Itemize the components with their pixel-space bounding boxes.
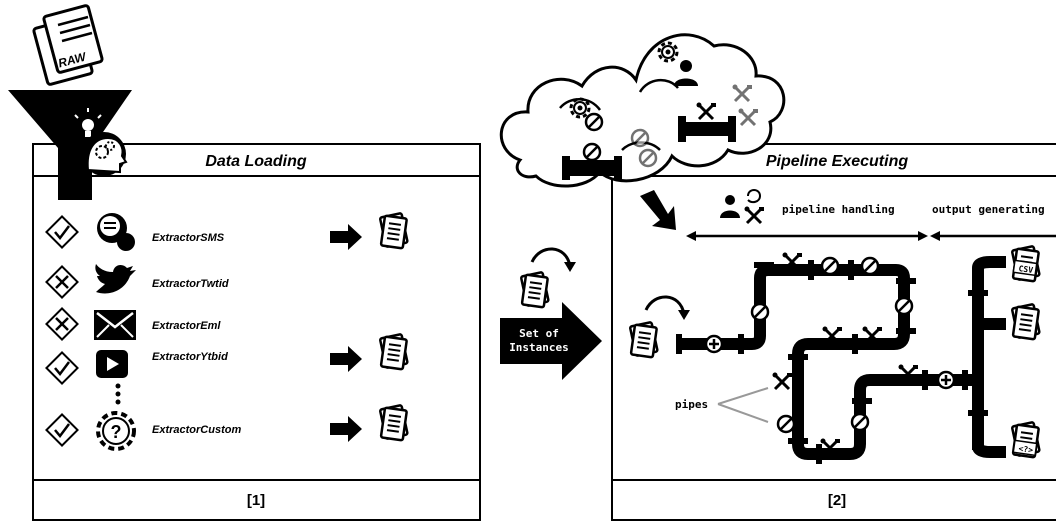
output-code-badge: <?> [1018, 444, 1034, 455]
phase-pipeline-handling-label: pipeline handling [782, 203, 895, 216]
custom-gear-question-icon: ? [96, 411, 136, 451]
pipeline-executing-title: Pipeline Executing [766, 153, 908, 170]
phase-span-arrows [686, 231, 1056, 241]
extractor-label: ExtractorTwtid [152, 278, 229, 290]
blocked-pipe-icon [562, 142, 622, 180]
output-csv-badge: CSV [1018, 264, 1034, 275]
extractor-row-email: ExtractorEml [45, 307, 221, 341]
check-mark-icon [54, 361, 70, 377]
output-list-document-icon [1010, 302, 1041, 341]
check-mark-icon [54, 225, 70, 241]
output-csv-document-icon [1010, 244, 1041, 283]
extractor-row-sms: ExtractorSMS [45, 211, 409, 251]
extractor-row-twitter: ExtractorTwtid [45, 264, 229, 299]
pipe-block-icon [894, 296, 914, 316]
data-loading-title: Data Loading [205, 153, 307, 170]
extractor-label: ExtractorCustom [152, 424, 241, 436]
gear-user-icon [657, 41, 698, 86]
extractor-row-youtube: ExtractorYtbid [45, 332, 409, 385]
pipe-block-icon [850, 412, 870, 432]
extractor-label: ExtractorYtbid [152, 351, 228, 363]
pipe-block-icon [750, 302, 770, 322]
pipeline-footer-label: [2] [828, 492, 846, 509]
data-loading-footer-label: [1] [247, 492, 265, 509]
instances-documents-icon [519, 247, 576, 309]
more-extractors-ellipsis-icon [115, 383, 121, 405]
extractor-row-custom: ? ExtractorCustom [45, 403, 409, 451]
svg-text:?: ? [111, 422, 122, 442]
phase-output-generating-label: output generating [932, 203, 1045, 216]
pipe-block-icon [776, 414, 796, 434]
output-documents-icon [378, 332, 409, 371]
pipes-label: pipes [675, 398, 708, 411]
pipes-pointer-lines [717, 387, 769, 423]
tools-pipe-icon [678, 101, 736, 142]
cloud-down-arrow [640, 190, 676, 230]
handling-user-icon [720, 189, 766, 225]
output-code-document-icon [1010, 420, 1041, 459]
pipe-block-icon [860, 256, 880, 276]
set-of-instances-arrow [500, 302, 602, 380]
pipe-merge-icon [936, 370, 956, 390]
output-documents-icon [378, 403, 409, 442]
check-mark-icon [54, 423, 70, 439]
pipe-joints [676, 260, 988, 464]
pipeline-input-documents-icon [628, 295, 690, 359]
set-of-instances-label-line1: Set of [519, 327, 559, 340]
filter-funnel-icon [8, 90, 132, 200]
sms-bubble-icon [97, 213, 135, 251]
twitter-bird-icon [95, 264, 136, 294]
output-documents-icon [378, 211, 409, 250]
pipe-network [678, 256, 1006, 460]
brain-gear-head-icon [82, 132, 128, 176]
youtube-play-icon [96, 350, 128, 378]
extractor-label: ExtractorSMS [152, 232, 225, 244]
set-of-instances-label-line2: Instances [509, 341, 569, 354]
raw-document-icon [32, 4, 104, 86]
lightbulb-icon [74, 108, 102, 137]
pipe-block-icon [820, 256, 840, 276]
pipe-merge-icon [704, 334, 724, 354]
envelope-icon [94, 310, 136, 340]
extractor-label: ExtractorEml [152, 320, 221, 332]
